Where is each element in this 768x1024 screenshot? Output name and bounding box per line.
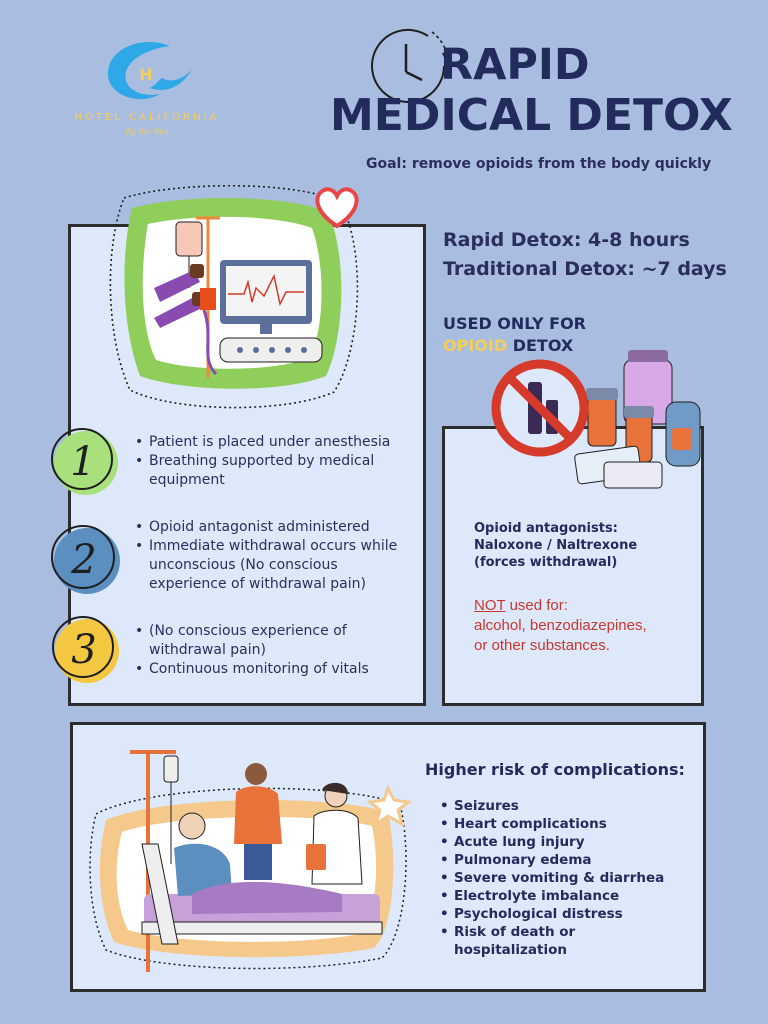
list-item: Psychological distress bbox=[440, 905, 680, 923]
medical-equipment-illustration bbox=[109, 184, 359, 409]
list-item: Acute lung injury bbox=[440, 833, 680, 851]
clock-icon bbox=[371, 28, 452, 103]
list-item: Severe vomiting & diarrhea bbox=[440, 869, 680, 887]
goal-text: Goal: remove opioids from the body quick… bbox=[366, 156, 712, 172]
hospital-patient-illustration bbox=[89, 750, 412, 972]
substances-illustration bbox=[491, 350, 701, 489]
traditional-duration: Traditional Detox: ~7 days bbox=[443, 258, 727, 280]
not-underlined: NOT bbox=[474, 597, 506, 614]
used-only-heading: USED ONLY FOR OPIOID DETOX bbox=[443, 314, 586, 355]
svg-text:H: H bbox=[139, 65, 152, 84]
svg-text:2: 2 bbox=[70, 537, 96, 583]
heart-sticker-icon bbox=[315, 187, 359, 229]
opioid-highlight: OPIOID bbox=[443, 336, 508, 355]
list-item: Seizures bbox=[440, 797, 680, 815]
logo-name: HOTEL CALIFORNIA bbox=[74, 112, 220, 123]
list-item: Continuous monitoring of vitals bbox=[135, 660, 417, 679]
list-item: Electrolyte imbalance bbox=[440, 887, 680, 905]
step-2-badge: 2 bbox=[51, 525, 120, 594]
list-item: Immediate withdrawal occurs while uncons… bbox=[135, 537, 417, 594]
rapid-duration: Rapid Detox: 4-8 hours bbox=[443, 229, 690, 251]
risks-title: Higher risk of complications: bbox=[425, 760, 685, 779]
detox-durations: Rapid Detox: 4-8 hours Traditional Detox… bbox=[443, 226, 727, 284]
list-item: Opioid antagonist administered bbox=[135, 518, 417, 537]
list-item: Pulmonary edema bbox=[440, 851, 680, 869]
title-line-1: RAPID bbox=[440, 40, 590, 90]
list-item: Risk of death or hospitalization bbox=[440, 923, 580, 959]
not-used-warning: NOT used for: alcohol, benzodiazepines, … bbox=[474, 597, 647, 654]
svg-text:1: 1 bbox=[70, 439, 95, 485]
svg-text:3: 3 bbox=[71, 627, 96, 673]
hotel-logo: H HOTEL CALIFORNIA By the Sea bbox=[52, 38, 242, 148]
step-2-list: Opioid antagonist administered Immediate… bbox=[135, 518, 417, 594]
wave-logo-icon: H bbox=[107, 41, 192, 100]
antagonists-info: Opioid antagonists: Naloxone / Naltrexon… bbox=[474, 521, 638, 570]
list-item: Patient is placed under anesthesia bbox=[135, 433, 415, 452]
antagonists-panel bbox=[442, 426, 704, 706]
step-3-list: (No conscious experience of withdrawal p… bbox=[135, 622, 417, 679]
list-item: (No conscious experience of withdrawal p… bbox=[135, 622, 417, 660]
logo-tagline: By the Sea bbox=[125, 127, 169, 136]
risks-list: Seizures Heart complications Acute lung … bbox=[440, 797, 680, 959]
list-item: Heart complications bbox=[440, 815, 680, 833]
step-3-badge: 3 bbox=[52, 616, 119, 683]
title-line-2: MEDICAL DETOX bbox=[330, 90, 733, 141]
step-1-badge: 1 bbox=[51, 428, 118, 495]
list-item: Breathing supported by medical equipment bbox=[135, 452, 415, 490]
step-1-list: Patient is placed under anesthesia Breat… bbox=[135, 433, 415, 490]
